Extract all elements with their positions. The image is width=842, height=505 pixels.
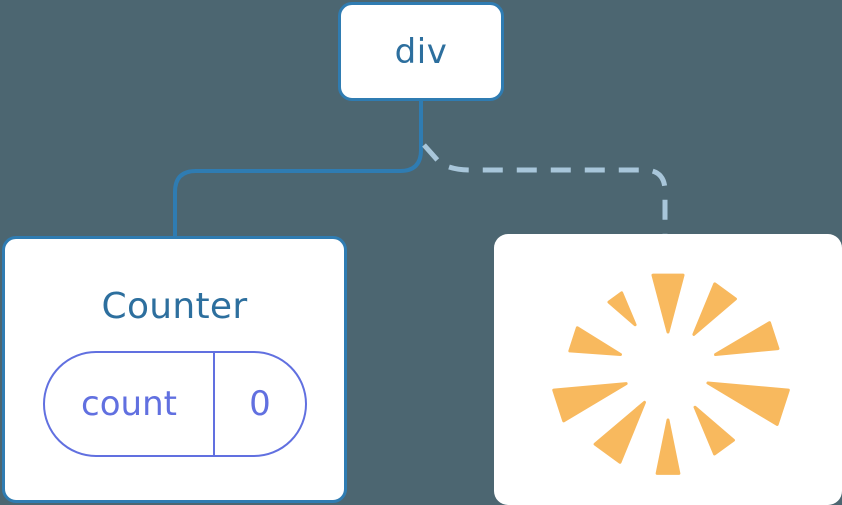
starburst-ray-3 — [714, 321, 780, 357]
state-pill-key: count — [45, 353, 215, 455]
starburst-rays — [552, 273, 790, 475]
node-div-label: div — [394, 31, 448, 72]
starburst-ray-10 — [607, 291, 637, 327]
starburst-ray-2 — [692, 282, 737, 336]
starburst-ray-9 — [568, 326, 622, 357]
state-pill-count[interactable]: count 0 — [43, 351, 307, 457]
edge-root-to-burst — [422, 143, 668, 236]
starburst-ray-4 — [706, 381, 790, 426]
starburst-icon — [552, 273, 790, 475]
starburst-ray-6 — [655, 418, 681, 475]
starburst-ray-5 — [693, 405, 735, 456]
state-pill-value: 0 — [249, 384, 271, 424]
starburst-ray-7 — [593, 400, 646, 464]
edge-root-to-counter — [173, 99, 423, 239]
node-burst[interactable] — [494, 234, 842, 505]
node-counter-label: Counter — [101, 286, 248, 327]
node-div[interactable]: div — [338, 2, 504, 101]
starburst-ray-8 — [552, 382, 628, 423]
starburst-ray-1 — [651, 273, 685, 334]
